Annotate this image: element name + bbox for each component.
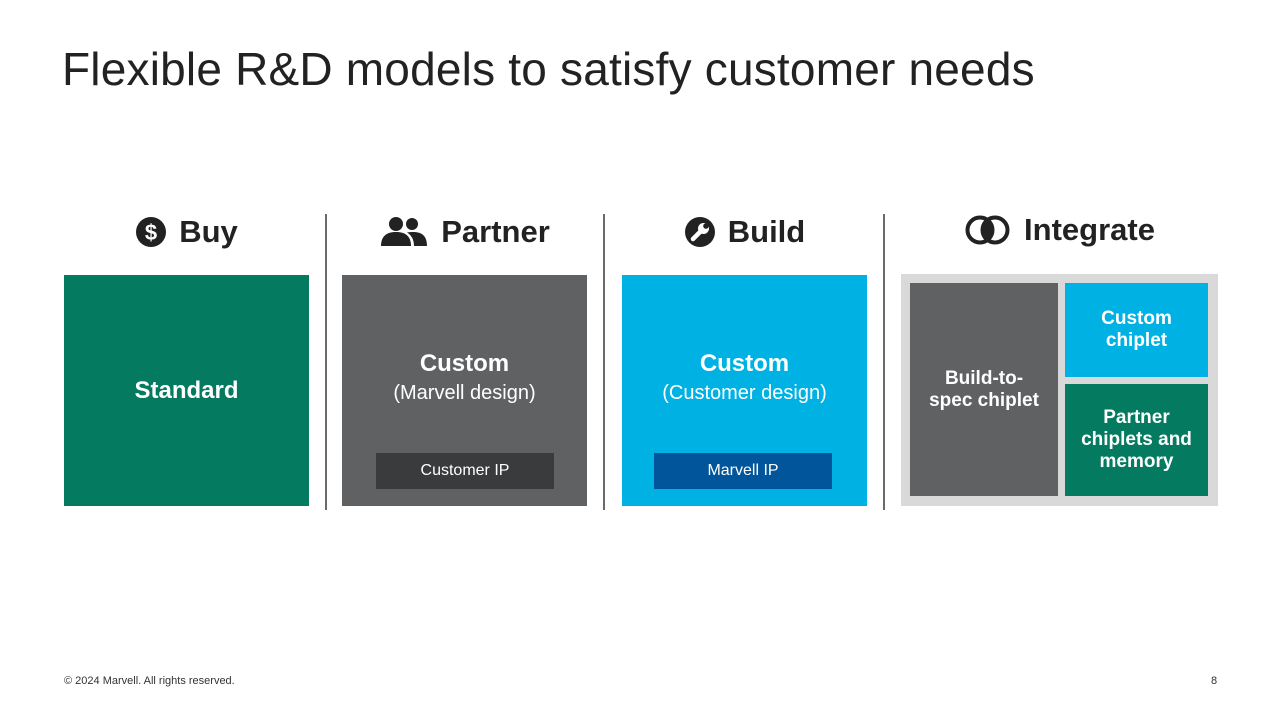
integrate-frame: Build-to- spec chiplet Custom chiplet Pa… [901, 274, 1218, 506]
build-to-spec-chiplet-block: Build-to- spec chiplet [910, 283, 1058, 496]
box-sub-label: (Marvell design) [393, 382, 536, 404]
box-sub-label: (Customer design) [662, 382, 827, 404]
partner-chiplets-memory-block: Partner chiplets and memory [1065, 384, 1208, 496]
svg-text:$: $ [145, 220, 157, 245]
wrench-circle-icon [684, 216, 716, 248]
box-main-label: Standard [134, 376, 239, 404]
column-heading-label: Build [727, 214, 806, 249]
column-divider [883, 214, 885, 510]
column-heading-buy: $ Buy [64, 210, 309, 254]
custom-chiplet-block: Custom chiplet [1065, 283, 1208, 377]
box-main-label: Custom [419, 350, 510, 377]
page-title: Flexible R&D models to satisfy customer … [62, 43, 1035, 95]
marvell-ip-tag: Marvell IP [654, 453, 832, 489]
column-heading-partner: Partner [342, 210, 587, 254]
column-divider [603, 214, 605, 510]
column-heading-label: Partner [441, 214, 550, 249]
overlapping-circles-icon [964, 213, 1012, 247]
standard-box: Standard [64, 275, 309, 506]
page-number: 8 [1211, 675, 1218, 687]
dollar-circle-icon: $ [135, 216, 167, 248]
column-heading-build: Build [622, 210, 867, 254]
people-icon [379, 216, 429, 248]
column-heading-integrate: Integrate [922, 208, 1197, 252]
footer-copyright: © 2024 Marvell. All rights reserved. [64, 675, 235, 687]
column-heading-label: Integrate [1024, 212, 1155, 247]
box-main-label: Custom [699, 350, 790, 377]
column-heading-label: Buy [179, 214, 238, 249]
customer-ip-tag: Customer IP [376, 453, 554, 489]
column-divider [325, 214, 327, 510]
